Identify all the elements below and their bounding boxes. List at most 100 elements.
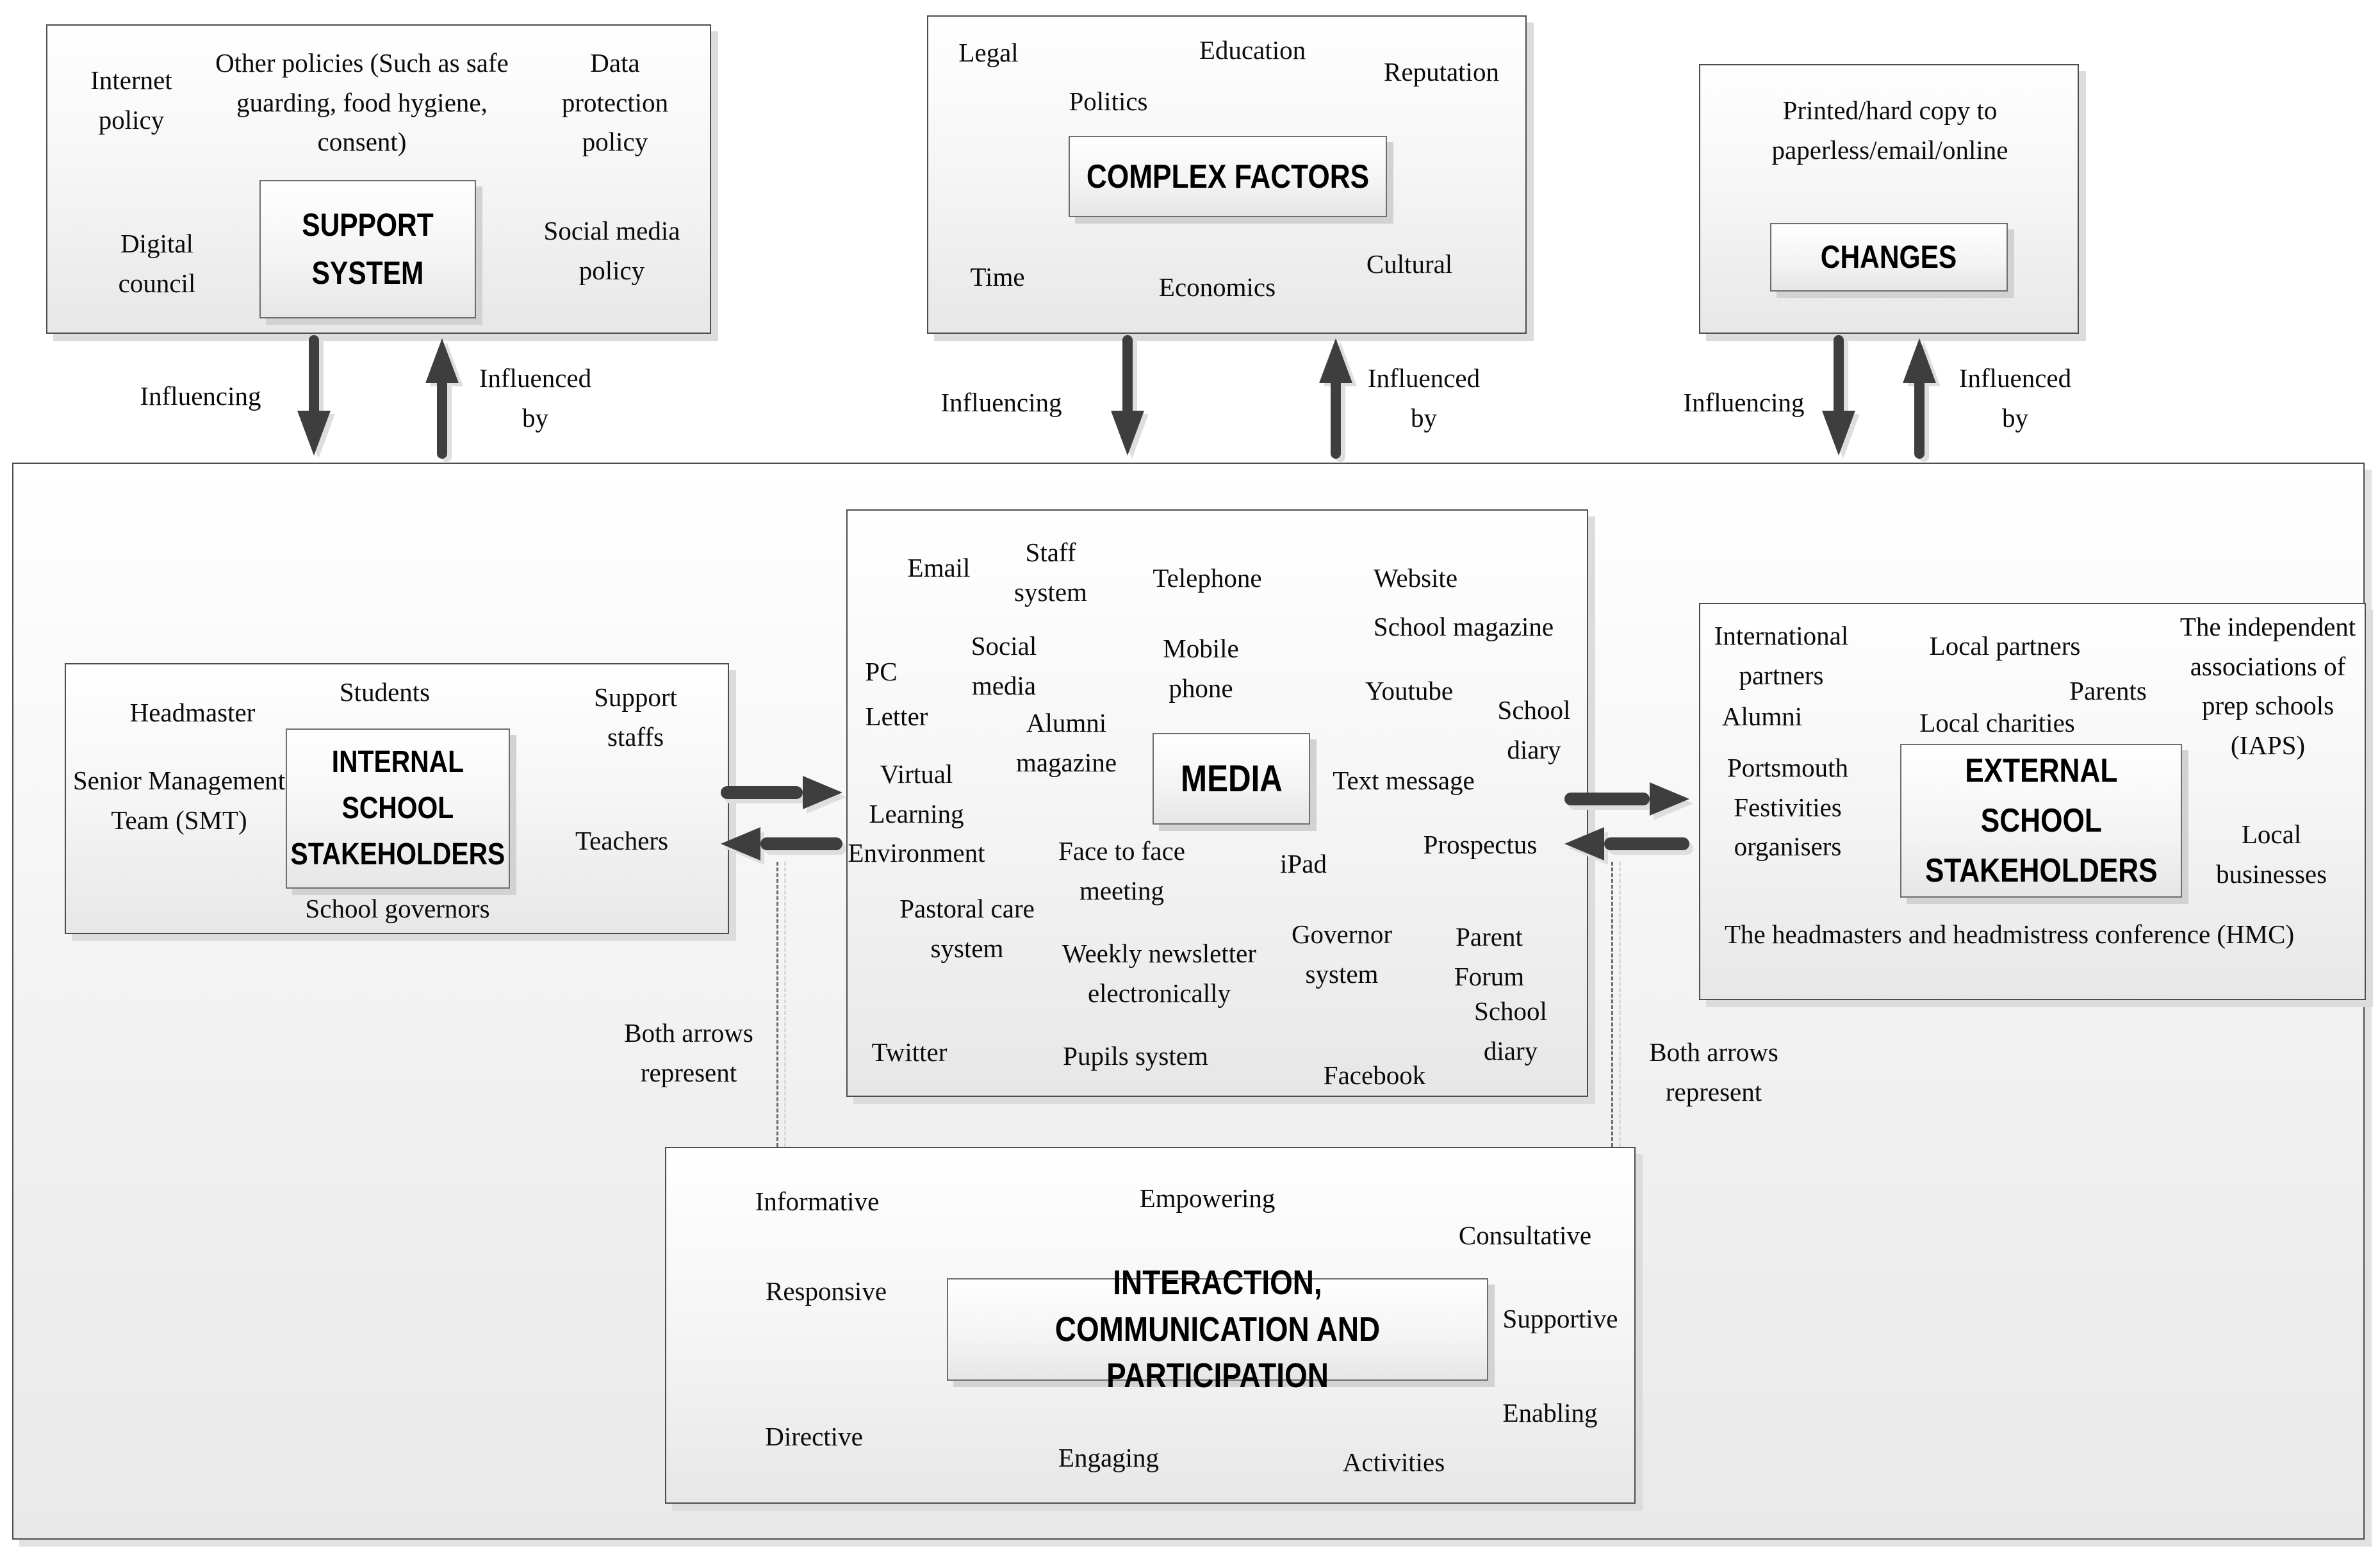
label-economics: Economics	[1158, 272, 1276, 302]
influenced-up-arrow-left	[425, 338, 459, 459]
arrow-stem	[1331, 383, 1341, 459]
arrow-stem	[760, 837, 842, 850]
label-weekly-newsletter: Weekly newsletter electronically	[1062, 939, 1256, 1008]
label-printed-to-paperless: Printed/hard copy to paperless/email/onl…	[1771, 95, 2008, 165]
label-influencing-middle: Influencing	[940, 388, 1062, 417]
internal-stakeholders-title: INTERNAL SCHOOL STAKEHOLDERS	[290, 745, 505, 871]
changes-title: CHANGES	[1821, 239, 1957, 275]
media-to-external-arrow	[1564, 782, 1689, 816]
dashed-connector-right-shadow	[1619, 862, 1621, 1147]
label-both-arrows-represent-left: Both arrows represent	[624, 1018, 753, 1087]
label-influenced-by-middle: Influenced by	[1367, 363, 1481, 432]
label-digital-council: Digital council	[118, 229, 196, 298]
label-reputation: Reputation	[1384, 57, 1499, 86]
arrow-head-left-icon	[721, 827, 760, 860]
complex-factors-title: COMPLEX FACTORS	[1086, 158, 1370, 195]
label-prospectus: Prospectus	[1423, 830, 1538, 859]
arrow-head-down-icon	[297, 411, 331, 456]
label-portsmouth-festivities: Portsmouth Festivities organisers	[1727, 753, 1849, 861]
complex-factors-title-box: COMPLEX FACTORS	[1069, 136, 1387, 217]
label-both-arrows-represent-right: Both arrows represent	[1649, 1037, 1778, 1107]
label-data-protection-policy: Data protection policy	[561, 48, 669, 156]
label-legal: Legal	[958, 38, 1019, 67]
label-responsive: Responsive	[765, 1276, 887, 1306]
arrow-head-down-icon	[1111, 411, 1144, 456]
influencing-down-arrow-middle	[1111, 335, 1144, 456]
label-education: Education	[1199, 35, 1306, 65]
label-parents: Parents	[2069, 676, 2147, 705]
label-virtual-learning-environment: Virtual Learning Environment	[848, 759, 985, 868]
label-letter: Letter	[865, 702, 928, 731]
label-politics: Politics	[1069, 86, 1148, 116]
label-social-media: Social media	[971, 631, 1037, 700]
label-international-partners: International partners	[1714, 621, 1849, 690]
label-school-diary-bottom: School diary	[1474, 996, 1547, 1065]
internal-to-media-arrow	[721, 776, 842, 809]
arrow-stem	[309, 335, 319, 411]
label-senior-management-team: Senior Management Team (SMT)	[72, 766, 286, 835]
label-local-businesses: Local businesses	[2215, 819, 2327, 889]
label-time: Time	[970, 262, 1025, 292]
label-school-magazine: School magazine	[1373, 612, 1554, 641]
arrow-head-left-icon	[1564, 827, 1604, 860]
label-parent-forum: Parent Forum	[1454, 922, 1525, 991]
arrow-stem	[1834, 335, 1844, 411]
label-other-policies: Other policies (Such as safe guarding, f…	[215, 48, 509, 156]
label-text-message: Text message	[1333, 766, 1475, 795]
external-to-media-arrow	[1564, 827, 1689, 860]
external-stakeholders-title: EXTERNAL SCHOOL STAKEHOLDERS	[1925, 752, 2158, 889]
influenced-up-arrow-right	[1903, 338, 1936, 459]
arrow-head-up-icon	[1319, 338, 1352, 383]
label-youtube: Youtube	[1365, 676, 1454, 705]
label-influenced-by-right: Influenced by	[1958, 363, 2072, 432]
label-informative: Informative	[755, 1187, 880, 1216]
dashed-connector-right	[1611, 862, 1613, 1147]
label-facebook: Facebook	[1323, 1060, 1426, 1090]
dashed-connector-left-shadow	[784, 862, 786, 1147]
arrow-stem	[1564, 793, 1650, 805]
interaction-title: INTERACTION, COMMUNICATION AND PARTICIPA…	[1055, 1263, 1381, 1395]
label-engaging: Engaging	[1058, 1443, 1160, 1472]
label-influencing-left: Influencing	[140, 381, 261, 411]
label-alumni-magazine: Alumni magazine	[1015, 708, 1117, 777]
label-support-staffs: Support staffs	[594, 682, 677, 752]
label-headmaster: Headmaster	[129, 698, 256, 727]
support-system-title: SUPPORT SYSTEM	[302, 207, 434, 291]
label-telephone: Telephone	[1153, 563, 1262, 593]
label-cultural: Cultural	[1366, 249, 1453, 279]
label-pupils-system: Pupils system	[1063, 1041, 1208, 1071]
label-influencing-right: Influencing	[1683, 388, 1805, 417]
label-students: Students	[339, 677, 431, 707]
label-local-partners: Local partners	[1929, 631, 2081, 661]
label-internet-policy: Internet policy	[90, 65, 172, 135]
label-email: Email	[907, 553, 971, 582]
arrow-head-up-icon	[1903, 338, 1936, 383]
interaction-title-box: INTERACTION, COMMUNICATION AND PARTICIPA…	[947, 1263, 1488, 1395]
arrow-stem	[1122, 335, 1133, 411]
arrow-head-down-icon	[1822, 411, 1855, 456]
label-influenced-by-left: Influenced by	[479, 363, 592, 432]
dashed-connector-left	[776, 862, 778, 1147]
label-teachers: Teachers	[575, 826, 669, 855]
label-pastoral-care-system: Pastoral care system	[899, 894, 1035, 963]
internal-stakeholders-title-box: INTERNAL SCHOOL STAKEHOLDERS	[286, 728, 510, 889]
media-title: MEDIA	[1180, 758, 1283, 800]
label-iaps: The independent associations of prep sch…	[2179, 612, 2356, 760]
label-social-media-policy: Social media policy	[543, 216, 680, 285]
label-hmc: The headmasters and headmistress confere…	[1725, 919, 2295, 949]
label-empowering: Empowering	[1139, 1183, 1276, 1213]
label-governor-system: Governor system	[1291, 919, 1393, 989]
media-to-internal-arrow	[721, 827, 842, 860]
external-stakeholders-title-box: EXTERNAL SCHOOL STAKEHOLDERS	[1900, 744, 2182, 898]
arrow-stem	[1914, 383, 1925, 459]
influencing-down-arrow-left	[297, 335, 331, 456]
arrow-head-up-icon	[425, 338, 459, 383]
label-activities: Activities	[1342, 1447, 1445, 1477]
arrow-head-right-icon	[803, 776, 842, 809]
influencing-down-arrow-right	[1822, 335, 1855, 456]
label-pc: PC	[865, 657, 898, 686]
arrow-stem	[1604, 837, 1689, 850]
label-enabling: Enabling	[1502, 1398, 1598, 1427]
label-supportive: Supportive	[1502, 1304, 1618, 1333]
